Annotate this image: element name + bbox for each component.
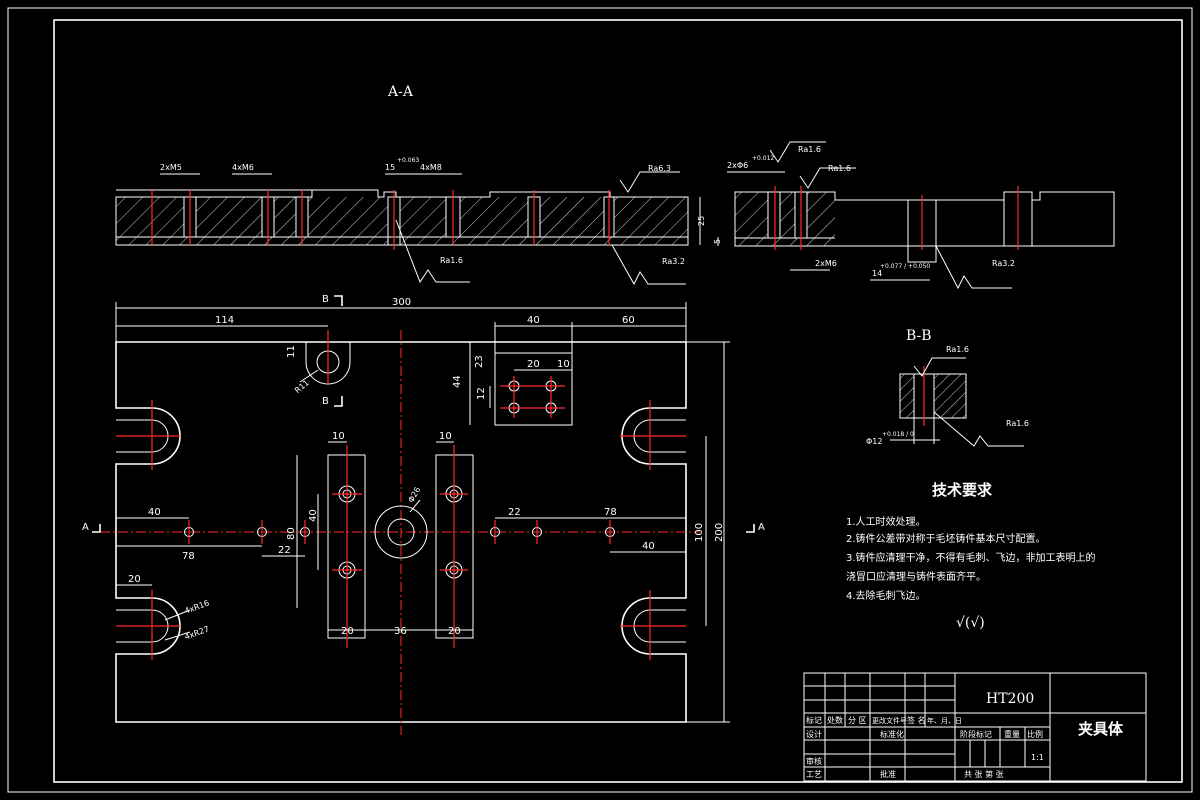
title-row-label-2: 处数: [827, 715, 843, 725]
dim-20-bottom-right: 20: [448, 626, 461, 637]
dim-60: 60: [622, 315, 635, 326]
roughness-bb-2: Ra1.6: [1006, 419, 1029, 428]
dim-40-mid: 40: [308, 509, 319, 522]
dim-25: 25: [697, 216, 706, 226]
dim-r11: R11: [293, 378, 311, 395]
dim-4xr27: 4xR27: [183, 624, 210, 641]
tech-item-1: 1.人工时效处理。: [846, 515, 926, 528]
section-label-aa: A-A: [387, 84, 414, 100]
dim-10-block-right: 10: [439, 431, 452, 442]
dim-22-right: 22: [508, 507, 521, 518]
title-row-label-6: 年、月、日: [927, 716, 962, 725]
dim-10: 10: [557, 359, 570, 370]
dim-40-left: 40: [148, 507, 161, 518]
title-process: 工艺: [806, 770, 822, 779]
dim-40-right: 40: [642, 541, 655, 552]
dim-20-bottom-left: 20: [341, 626, 354, 637]
roughness-ra32-b: Ra3.2: [992, 259, 1015, 268]
dim-20: 20: [527, 359, 540, 370]
roughness-ra16-a: Ra1.6: [798, 145, 821, 154]
tech-item-3: 3.铸件应清理干净，不得有毛刺、飞边，非加工表明上的: [846, 551, 1096, 564]
dim-44: 44: [452, 375, 463, 388]
title-row-label-4: 更改文件号: [872, 716, 907, 725]
title-design: 设计: [806, 729, 822, 739]
dim-4xr16: 4xR16: [183, 598, 210, 615]
title-material: HT200: [986, 691, 1034, 707]
dim-2xm6: 2xM6: [815, 259, 837, 268]
section-marker-b-bottom: B: [322, 396, 329, 407]
plan-view: B B A A 300 114 40 60 11 R11 23 44 12 20…: [82, 294, 765, 735]
title-block: HT200 夹具体 标记 处数 分 区 更改文件号 签 名 年、月、日 设计 标…: [803, 672, 1147, 782]
dim-4xm6: 4xM6: [232, 163, 254, 172]
section-marker-a-right: A: [758, 522, 765, 533]
technical-requirements: 技术要求 1.人工时效处理。 2.铸件公差带对称于毛坯铸件基本尺寸配置。 3.铸…: [846, 481, 1096, 631]
section-marker-b-top: B: [322, 294, 329, 305]
outer-frame: [7, 7, 1193, 793]
dim-300: 300: [392, 297, 411, 308]
tech-item-2: 2.铸件公差带对称于毛坯铸件基本尺寸配置。: [846, 532, 1046, 545]
roughness-ra16-c: Ra1.6: [440, 256, 463, 265]
title-approve: 批准: [880, 769, 896, 779]
roughness-ra63: Ra6.3: [648, 164, 671, 173]
dim-80: 80: [286, 527, 297, 540]
title-row-label-1: 标记: [806, 715, 822, 725]
dim-phi26: Φ26: [406, 485, 422, 504]
title-scale: 比例: [1027, 729, 1043, 739]
dim-100: 100: [694, 523, 705, 542]
dim-15: 15: [385, 163, 395, 172]
section-marker-a-left: A: [82, 522, 89, 533]
dim-20-slot: 20: [128, 574, 141, 585]
title-standard: 标准化: [880, 729, 904, 739]
roughness-bb-1: Ra1.6: [946, 345, 969, 354]
title-weight: 重量: [1004, 729, 1020, 739]
section-view-bb: B-B Ra1.6 Ra1.6 Φ12 +0.018 / 0: [866, 328, 1029, 447]
dim-2xm5: 2xM5: [160, 163, 182, 172]
dim-78-left: 78: [182, 551, 195, 562]
title-scale-value: 1:1: [1031, 753, 1044, 762]
dim-22-left: 22: [278, 545, 291, 556]
title-stage: 阶段标记: [960, 729, 992, 739]
tech-item-3-cont: 浇冒口应清理与铸件表面齐平。: [846, 570, 986, 583]
title-row-label-3: 分 区: [848, 716, 867, 725]
dim-2xphi6: 2xΦ6: [727, 161, 748, 170]
dim-12: 12: [476, 387, 487, 400]
roughness-default-symbol: √(√): [956, 615, 985, 631]
dim-23: 23: [474, 355, 485, 368]
title-sheets: 共 张 第 张: [964, 769, 1004, 779]
title-row-label-5: 签 名: [907, 715, 926, 725]
dim-4xm8: 4xM8: [420, 163, 442, 172]
roughness-ra32-a: Ra3.2: [662, 257, 685, 266]
dim-phi12-tol: +0.018 / 0: [882, 431, 914, 438]
dim-200: 200: [714, 523, 725, 542]
dim-15-tol: +0.063: [397, 157, 419, 164]
dim-14: 14: [872, 269, 882, 278]
dim-114: 114: [215, 315, 234, 326]
dim-36: 36: [394, 626, 407, 637]
tech-item-4: 4.去除毛刺飞边。: [846, 589, 926, 602]
dim-40-top: 40: [527, 315, 540, 326]
dim-2xphi6-tol: +0.012: [752, 155, 774, 162]
tech-title: 技术要求: [932, 481, 993, 499]
title-drawing-name: 夹具体: [1078, 720, 1124, 738]
roughness-ra16-b: Ra1.6: [828, 164, 851, 173]
dim-10-block-left: 10: [332, 431, 345, 442]
dim-14-tol: +0.077 / +0.050: [880, 263, 930, 270]
title-review: 审核: [806, 756, 822, 766]
dim-phi12: Φ12: [866, 437, 882, 446]
section-label-bb: B-B: [906, 328, 932, 344]
dim-11: 11: [286, 345, 297, 358]
dim-78-right: 78: [604, 507, 617, 518]
inner-frame: [53, 19, 1183, 783]
section-view-aa: A-A: [115, 84, 1115, 290]
